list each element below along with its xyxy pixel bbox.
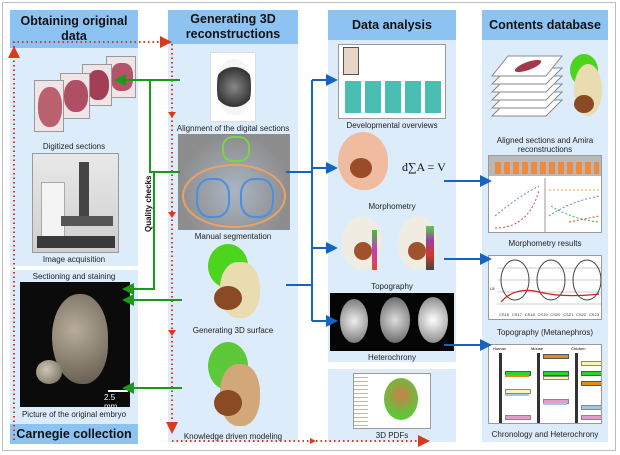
topography-embryos — [338, 216, 448, 276]
caption: Alignment of the digital sections — [176, 124, 290, 133]
caption: Developmental overviews — [346, 121, 438, 130]
tick-label: CS18 — [524, 312, 535, 317]
microscope-image — [32, 153, 119, 253]
caption: Picture of the original embryo — [21, 410, 127, 419]
segmented-section-image — [178, 134, 290, 230]
column-generating-3d: Generating 3D reconstructions Alignment … — [168, 10, 298, 442]
caption: reconstructions — [517, 145, 573, 154]
caption: Morphometry results — [508, 239, 582, 248]
caption: Knowledge driven modeling — [183, 432, 283, 441]
caption: Generating 3D surface — [192, 326, 274, 335]
topography-chart-svg — [497, 259, 601, 305]
caption: Digitized sections — [42, 142, 106, 151]
tick-label: CS23 — [588, 312, 599, 317]
modeled-embryo — [204, 340, 264, 430]
tick-label: CS19 — [537, 312, 548, 317]
caption: Sectioning and staining — [32, 272, 116, 281]
column-title: Generating 3D reconstructions — [168, 10, 298, 44]
tick-label: CS20 — [550, 312, 561, 317]
tick-label: CS16 — [499, 312, 510, 317]
morphometry-charts — [488, 155, 602, 233]
quality-checks-label: Quality checks — [144, 175, 153, 232]
tick-label: CS21 — [563, 312, 574, 317]
column-title: Contents database — [482, 10, 608, 40]
heterochrony-embryos — [330, 293, 454, 351]
tick-label: CS22 — [576, 312, 587, 317]
column-contents-database: Contents database Aligned sections and A… — [482, 10, 608, 442]
species-label: Chicken — [571, 346, 586, 351]
caption: Topography — [371, 282, 413, 291]
embryo-photo: 2.5 mm — [20, 282, 130, 407]
3d-pdf-screenshot — [353, 373, 431, 429]
caption: Heterochrony — [367, 353, 417, 362]
chronology-chart: Human Mouse Chicken — [488, 344, 602, 424]
morphometry-embryo — [338, 132, 398, 192]
panel-3d-pdfs: 3D PDFs — [328, 369, 456, 442]
column-title: Data analysis — [328, 10, 456, 40]
x-axis-ticks: CS16 CS17 CS18 CS19 CS20 CS21 CS22 CS23 — [499, 312, 599, 317]
morphometry-plots — [494, 178, 600, 232]
species-label: Human — [493, 346, 506, 351]
scale-bar-label: 2.5 mm — [104, 393, 118, 407]
column-data-analysis: Data analysis Developmental overviews d∑… — [328, 10, 456, 362]
column-title: Obtaining original data — [10, 10, 138, 48]
species-label: Mouse — [531, 346, 544, 351]
aligned-section-image — [210, 52, 256, 122]
caption: Topography (Metanephros) — [496, 328, 594, 337]
tick-label: CS17 — [511, 312, 522, 317]
lung-overview-image — [338, 44, 446, 119]
topography-chart: L5 CS16 CS17 CS18 CS19 CS20 CS21 CS22 CS… — [488, 255, 602, 320]
caption: Manual segmentation — [194, 232, 272, 241]
column-obtaining-data: Obtaining original data Digitized sectio… — [10, 10, 138, 444]
3d-surface-embryo — [204, 242, 264, 322]
stacked-sections-svg — [490, 54, 602, 117]
caption: Aligned sections and Amira — [496, 136, 594, 145]
column-footer: Carnegie collection — [10, 424, 138, 444]
y-axis-label: L5 — [490, 286, 495, 291]
caption: Chronology and Heterochrony — [491, 430, 599, 439]
stacked-sections-image — [488, 50, 604, 124]
caption: Image acquisition — [42, 255, 106, 264]
caption: 3D PDFs — [375, 431, 409, 440]
histology-sections-image — [24, 50, 144, 140]
morphometry-formula: d∑A = V — [402, 160, 446, 174]
caption: Morphometry — [368, 202, 416, 211]
